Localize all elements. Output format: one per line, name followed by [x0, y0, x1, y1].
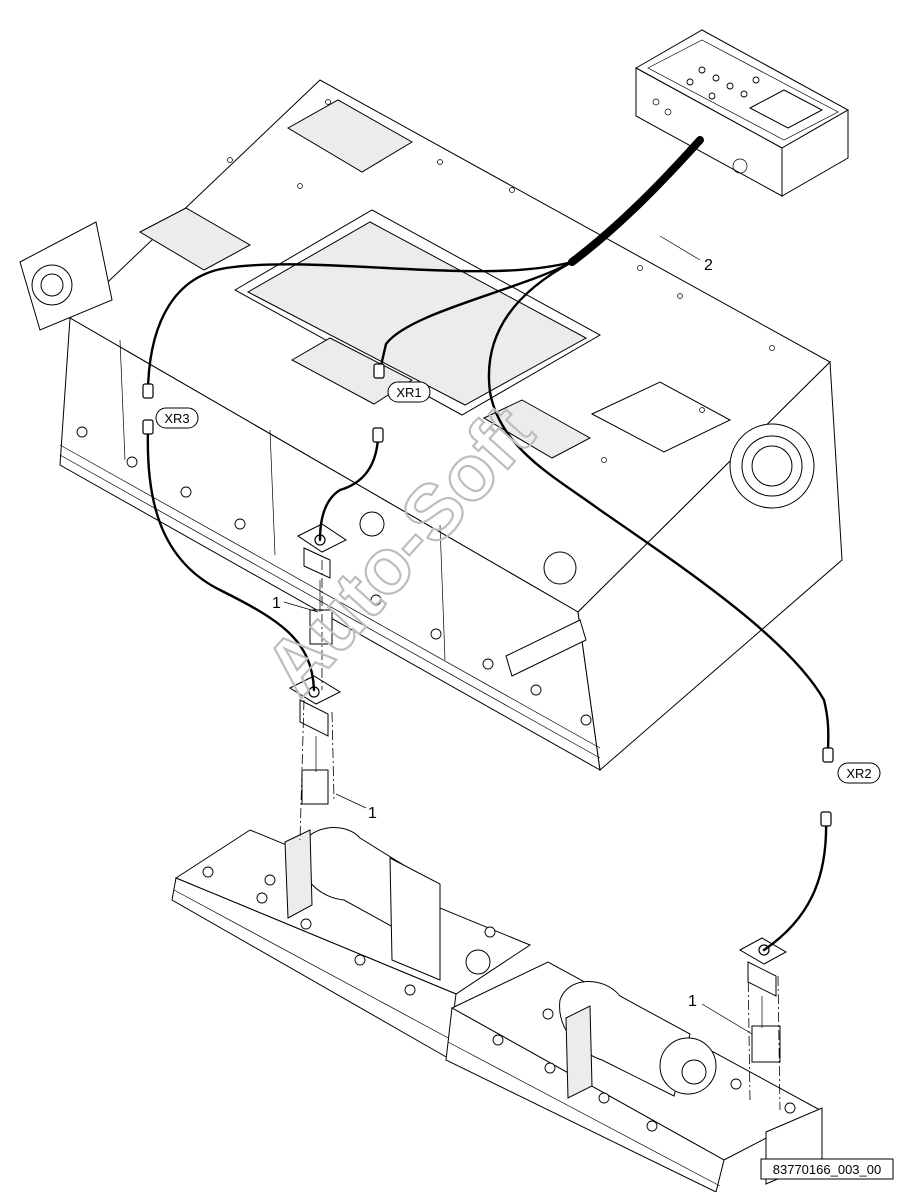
- sensor-housing-middle: [299, 699, 329, 737]
- tag-xr3: XR3: [155, 407, 199, 429]
- sensor-assembly-upper: [297, 523, 347, 645]
- harness-trunk: [568, 136, 704, 266]
- plug-xr1-b: [372, 427, 384, 443]
- plug-xr3-a: [142, 383, 154, 399]
- left-carriage-bolts: [202, 866, 496, 996]
- callout-item-2: 2: [659, 235, 713, 274]
- cable-xr3-to-sensor: [146, 428, 316, 692]
- assembly-center-lines: [299, 560, 781, 1111]
- center-line-lower-b: [777, 975, 781, 1111]
- frame-deck-dots: [227, 99, 775, 463]
- front-rib-3: [439, 524, 446, 661]
- lug-eye-inner: [40, 273, 64, 297]
- center-opening: [290, 337, 414, 405]
- frame-rail-bolts: [76, 426, 592, 726]
- control-box-gland: [732, 158, 748, 174]
- callout-item-1-lower: 1: [688, 993, 753, 1035]
- front-rail-line-2: [59, 454, 601, 759]
- plug-xr2-b: [820, 811, 832, 827]
- wiring-harness: [146, 136, 830, 952]
- tag-xr2-label: XR2: [846, 766, 871, 781]
- callout-2-leader: [659, 235, 701, 261]
- cable-branch-xr3: [146, 260, 574, 390]
- right-rail-line: [447, 1041, 721, 1187]
- sensor-housing-upper: [303, 547, 331, 579]
- control-box-side: [781, 109, 849, 197]
- plug-xr2-a: [822, 747, 834, 763]
- top-slot: [482, 399, 592, 459]
- front-rail-line-1: [59, 444, 601, 749]
- frame-handle: [505, 619, 587, 677]
- callout-1-middle-leader: [335, 793, 367, 809]
- drawing-number-box: 83770166_003_00: [760, 1158, 894, 1180]
- center-line-middle-a: [299, 699, 305, 841]
- sensor-unit-middle: [301, 769, 329, 805]
- front-rib-2: [269, 429, 276, 556]
- top-cover-3-inner: [246, 221, 588, 406]
- callout-1-upper-leader: [283, 601, 319, 613]
- tag-xr2: XR2: [837, 762, 881, 784]
- frame-side-boss: [543, 551, 577, 585]
- top-cover-4: [590, 381, 732, 453]
- control-panel-display: [748, 89, 824, 129]
- control-panel-switches: [686, 66, 760, 100]
- tag-xr1: XR1: [387, 381, 431, 403]
- plug-xr3-b: [142, 419, 154, 435]
- bearing-flange: [729, 423, 815, 509]
- callout-1-upper-number: 1: [272, 595, 281, 612]
- left-bracket: [389, 857, 441, 981]
- callout-item-1-middle: 1: [335, 793, 377, 822]
- right-motor-shaft: [681, 1059, 707, 1085]
- sensor-unit-upper: [309, 609, 333, 645]
- plug-xr1-a: [373, 363, 385, 379]
- control-box: [634, 29, 850, 197]
- cable-xr1-to-sensor: [318, 436, 380, 542]
- front-rib-1: [119, 339, 126, 461]
- tag-xr1-label: XR1: [396, 385, 421, 400]
- top-cover-1: [286, 99, 413, 173]
- bearing-bore-inner: [751, 445, 793, 487]
- left-carriage-hole: [465, 949, 491, 975]
- cable-xr2-to-sensor: [762, 816, 828, 952]
- callout-1-lower-leader: [701, 1003, 753, 1035]
- right-carriage-bolts: [492, 1008, 796, 1132]
- sensor-assembly-lower: [738, 937, 788, 1063]
- lower-right-carriage: [445, 961, 823, 1193]
- callout-1-lower-number: 1: [688, 993, 697, 1010]
- callout-item-1-upper: 1: [272, 595, 319, 613]
- lug-eye-outer: [31, 264, 73, 306]
- control-panel-plate: [647, 39, 839, 141]
- bearing-bore: [741, 435, 803, 497]
- top-cover-2: [138, 207, 252, 271]
- cable-branch-xr2: [487, 260, 830, 754]
- callout-1-middle-number: 1: [368, 805, 377, 822]
- tag-xr3-label: XR3: [164, 411, 189, 426]
- lower-left-carriage: [171, 827, 532, 1059]
- connector-plugs: [142, 363, 834, 827]
- center-line-middle-b: [331, 711, 335, 801]
- left-rail-line: [173, 889, 453, 1041]
- sensor-unit-lower: [751, 1025, 781, 1063]
- sensor-housing-lower: [747, 961, 777, 997]
- cable-branch-xr1: [378, 260, 574, 372]
- right-motor-mount: [565, 1005, 593, 1099]
- left-motor-mount: [284, 829, 313, 919]
- callout-2-number: 2: [704, 257, 713, 274]
- frame-side-hole: [359, 511, 385, 537]
- drawing-number-label: 83770166_003_00: [773, 1162, 881, 1177]
